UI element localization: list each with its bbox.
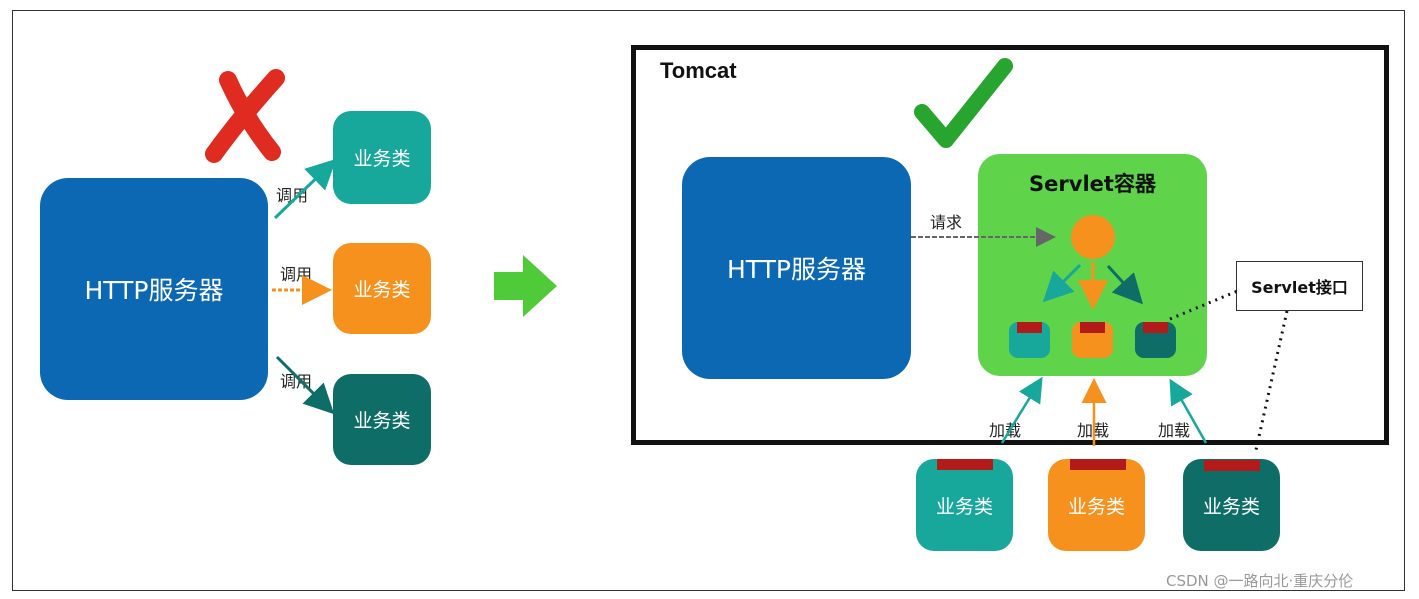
biz-class-label: 业务类 <box>935 495 993 518</box>
load-label-3: 加载 <box>1158 421 1191 440</box>
call-arrow-3 <box>275 355 335 415</box>
servlet-slot-marker <box>1080 322 1105 333</box>
http-server-label: HTTP服务器 <box>84 276 224 305</box>
interface-connector-2 <box>1254 310 1289 451</box>
http-server-box: HTTP服务器 <box>40 178 268 400</box>
external-biz-class-1: 业务类 <box>916 459 1013 551</box>
tomcat-title: Tomcat <box>660 58 737 83</box>
servlet-slot-marker <box>1143 322 1168 333</box>
dispatch-arrow-1 <box>1042 263 1082 303</box>
dispatch-arrow-3 <box>1106 264 1144 305</box>
servlet-interface-label: Servlet接口 <box>1251 278 1348 297</box>
biz-class-label: 业务类 <box>353 279 411 301</box>
load-arrow-1 <box>1000 376 1043 444</box>
call-arrow-1 <box>273 158 337 220</box>
biz-class-box-3: 业务类 <box>333 374 431 465</box>
servlet-interface-box: Servlet接口 <box>1236 261 1363 311</box>
biz-class-label: 业务类 <box>1202 495 1260 518</box>
servlet-slot-marker <box>1017 322 1042 333</box>
request-label: 请求 <box>930 213 963 232</box>
biz-class-marker <box>1204 460 1260 471</box>
biz-class-label: 业务类 <box>353 148 411 170</box>
watermark: CSDN @一路向北·重庆分伦 <box>1166 572 1354 590</box>
biz-class-label: 业务类 <box>1067 495 1125 518</box>
biz-class-box-2: 业务类 <box>333 243 431 334</box>
interface-connector-1 <box>1169 288 1241 321</box>
dispatch-node <box>1071 215 1115 259</box>
right-arrow-icon <box>494 255 557 317</box>
cross-icon <box>205 69 285 163</box>
external-biz-class-3: 业务类 <box>1183 459 1280 551</box>
biz-class-label: 业务类 <box>353 410 411 432</box>
check-icon <box>914 58 1013 148</box>
biz-class-box-1: 业务类 <box>333 111 431 204</box>
http-server-label: HTTP服务器 <box>727 255 866 284</box>
biz-class-marker <box>1070 459 1126 470</box>
external-biz-class-2: 业务类 <box>1048 459 1145 551</box>
http-server-box-tomcat: HTTP服务器 <box>682 157 911 379</box>
biz-class-marker <box>937 459 993 470</box>
call-label-1: 调用 <box>276 186 309 205</box>
load-arrow-3 <box>1169 378 1208 444</box>
servlet-container-title: Servlet容器 <box>1029 172 1156 196</box>
